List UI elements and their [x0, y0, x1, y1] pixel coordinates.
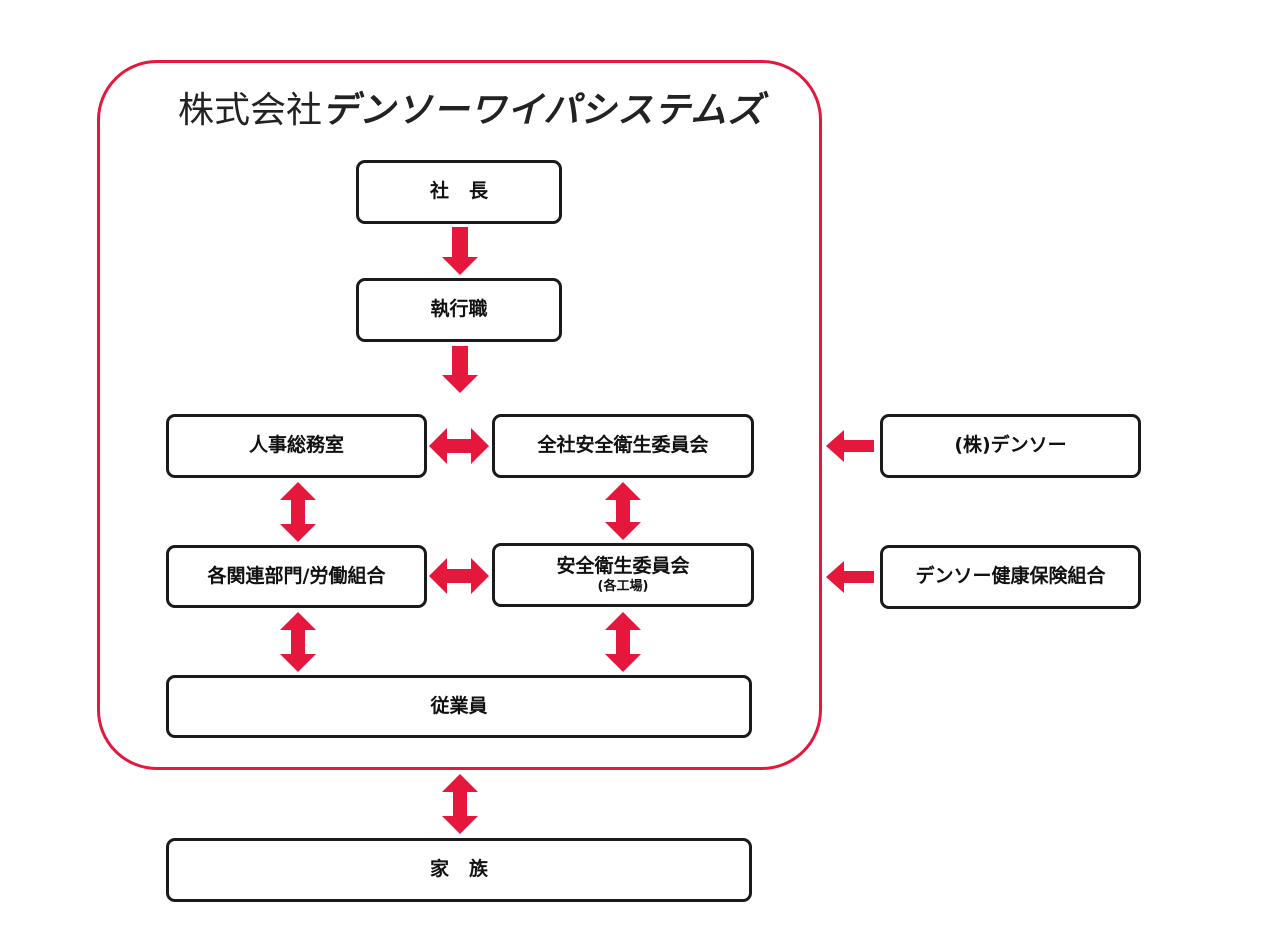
- safety-committee-all-box: 全社安全衛生委員会: [492, 414, 754, 478]
- safety-committee-plant-sublabel: (各工場): [597, 578, 649, 594]
- health-insurance-label: デンソー健康保険組合: [915, 565, 1106, 588]
- president-box: 社長: [356, 160, 562, 224]
- arrow-hr-safety-all: [429, 428, 489, 464]
- company-logo-title: 株式会社デンソーワイパシステムズ: [178, 89, 764, 133]
- denso-label: (株)デンソー: [954, 434, 1067, 457]
- company-prefix: 株式会社: [178, 90, 323, 131]
- arrow-departments-plant: [429, 558, 489, 594]
- employees-label: 従業員: [430, 694, 488, 717]
- executives-box: 執行職: [356, 278, 562, 342]
- family-label: 家族: [429, 858, 508, 881]
- arrow-hr-departments: [280, 482, 316, 542]
- hr-box: 人事総務室: [166, 414, 427, 478]
- arrow-denso-company: [826, 430, 874, 462]
- arrow-down-president-executives: [442, 227, 478, 275]
- health-insurance-box: デンソー健康保険組合: [880, 545, 1141, 609]
- arrow-departments-employees: [280, 612, 316, 672]
- company-name: デンソーワイパシステムズ: [322, 90, 765, 131]
- arrow-company-family: [442, 774, 478, 834]
- company-frame: [97, 60, 822, 770]
- family-box: 家族: [166, 838, 752, 902]
- arrow-plant-employees: [605, 612, 641, 672]
- denso-box: (株)デンソー: [880, 414, 1141, 478]
- departments-union-label: 各関連部門/労働組合: [207, 564, 386, 587]
- executives-label: 執行職: [430, 298, 488, 321]
- safety-committee-plant-box: 安全衛生委員会 (各工場): [492, 543, 754, 607]
- arrow-down-executives-committee: [442, 346, 478, 393]
- employees-box: 従業員: [166, 675, 752, 738]
- arrow-safety-all-plant: [605, 482, 641, 540]
- safety-committee-plant-label: 安全衛生委員会: [556, 554, 690, 577]
- hr-label: 人事総務室: [248, 434, 344, 457]
- safety-committee-all-label: 全社安全衛生委員会: [537, 434, 709, 457]
- arrow-health-insurance-company: [826, 561, 874, 593]
- president-label: 社長: [429, 180, 508, 203]
- departments-union-box: 各関連部門/労働組合: [166, 545, 427, 608]
